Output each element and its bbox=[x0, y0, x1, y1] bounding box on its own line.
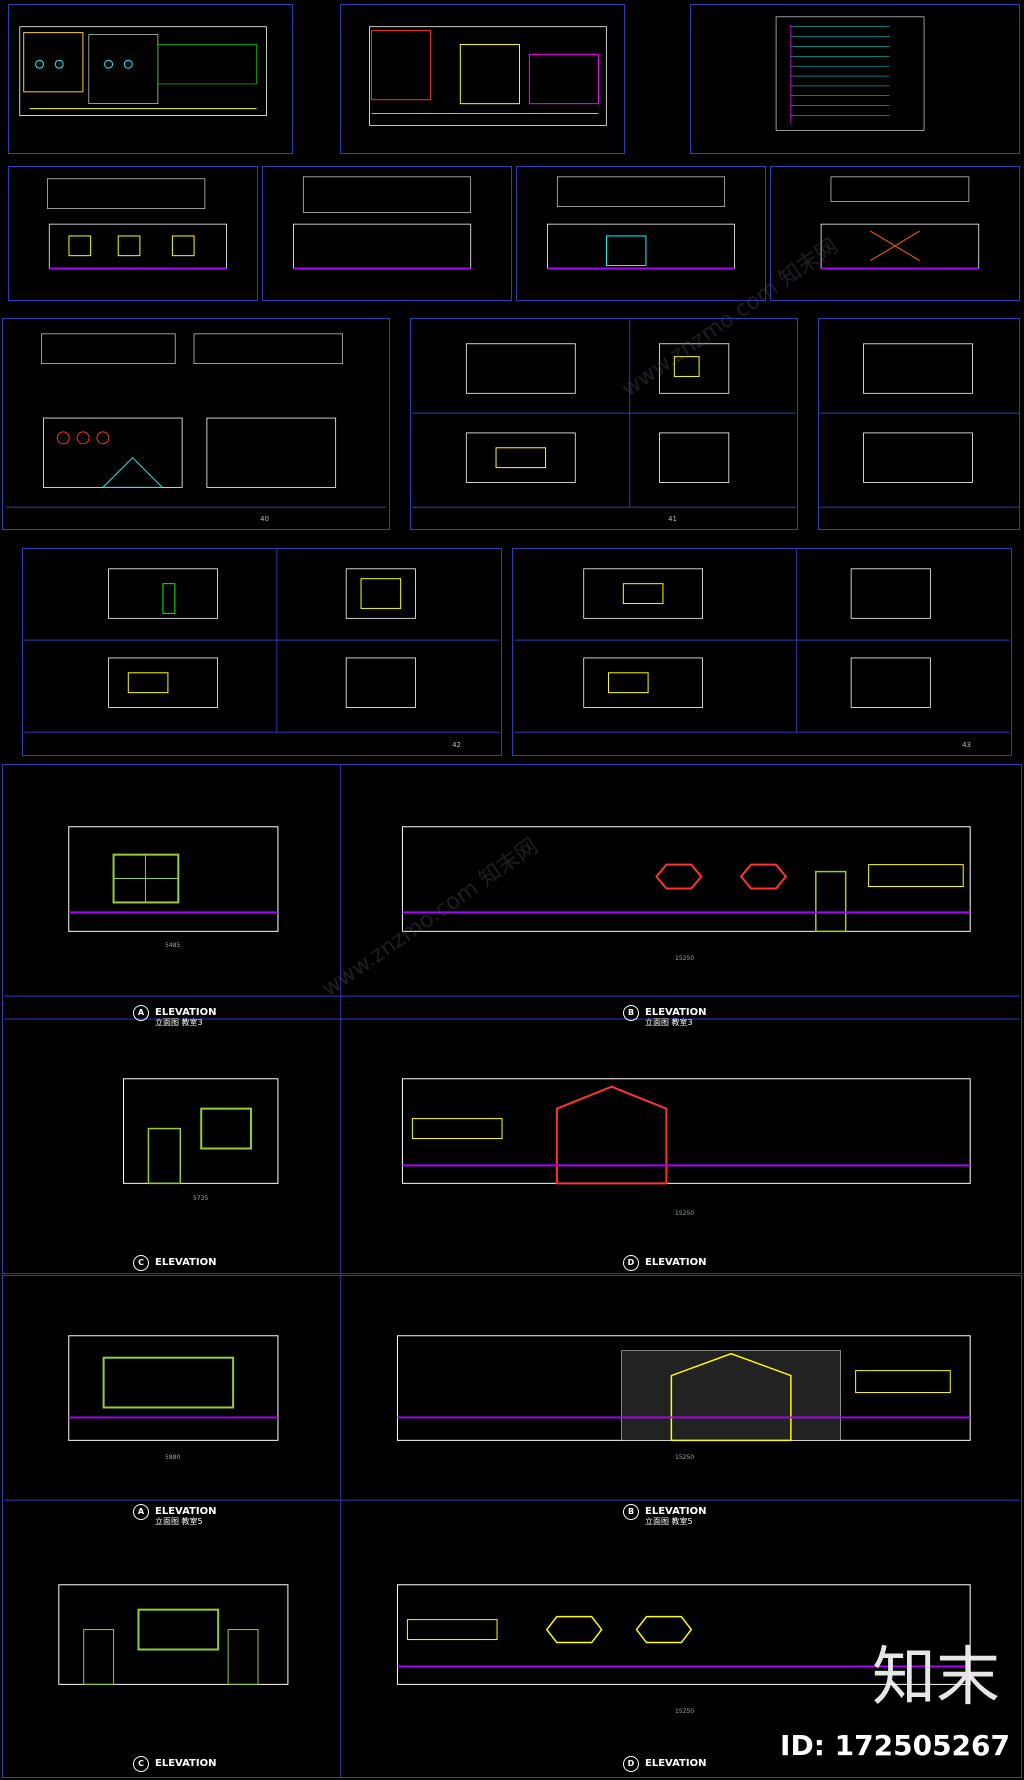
dim-b5-total: 15250 bbox=[675, 1454, 695, 1461]
elev-sheet-43: 43 bbox=[512, 548, 1012, 756]
dim-c-total: 5735 bbox=[193, 1195, 209, 1202]
asset-id: ID: 172505267 bbox=[780, 1729, 1010, 1762]
dim-b-total: 15250 bbox=[675, 955, 695, 962]
elev-sheet-41: 41 bbox=[410, 318, 798, 530]
dim-d-total: 15250 bbox=[675, 1210, 695, 1217]
sheet-number: 43 bbox=[962, 741, 971, 749]
sheet-number: 42 bbox=[452, 741, 461, 749]
elev-sub-a5: 立面图 教室5 bbox=[155, 1517, 203, 1526]
sheet-number: 41 bbox=[668, 515, 677, 523]
elev-sub-b: 立面图 教室3 bbox=[645, 1018, 693, 1027]
small-elev-sheet-1 bbox=[8, 166, 258, 301]
small-elev-sheet-3 bbox=[516, 166, 766, 301]
elev-sub-b5: 立面图 教室5 bbox=[645, 1517, 693, 1526]
feature-sheet-40: 40 bbox=[2, 318, 390, 530]
elev-sheet-41b bbox=[818, 318, 1020, 530]
plan-sheet-2 bbox=[340, 4, 625, 154]
plan-sheet-1 bbox=[8, 4, 293, 154]
sheet-number: 40 bbox=[260, 515, 269, 523]
elev-sheet-42: 42 bbox=[22, 548, 502, 756]
small-elev-sheet-2 bbox=[262, 166, 512, 301]
legend-sheet bbox=[690, 4, 1020, 154]
dim-d5-total: 15250 bbox=[675, 1708, 695, 1715]
dim-a: 5485 bbox=[165, 942, 181, 949]
dim-a5-total: 5880 bbox=[165, 1454, 181, 1461]
elev-sub-a: 立面图 教室3 bbox=[155, 1018, 203, 1027]
brand-logo: 知末 bbox=[872, 1641, 1000, 1715]
small-elev-sheet-4 bbox=[770, 166, 1020, 301]
